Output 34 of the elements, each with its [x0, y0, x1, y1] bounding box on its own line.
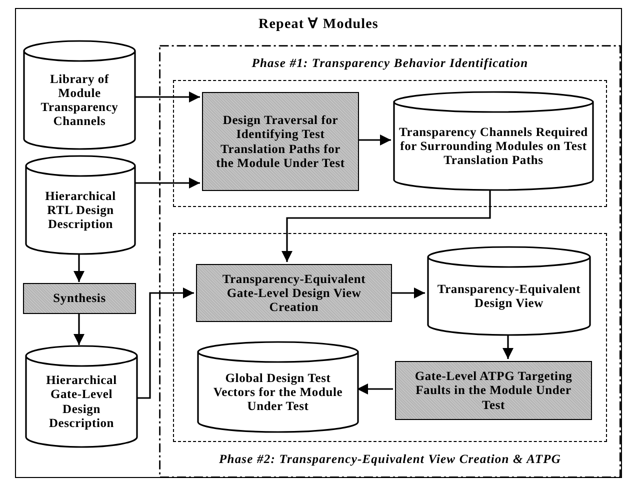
cylinder-label: Hierarchical Gate-Level Design Description [45, 372, 118, 432]
arrow [74, 253, 84, 282]
arrow [135, 92, 200, 102]
process-box [202, 92, 359, 191]
cylinder-label: Transparency Channels Required for Surrounding Modules on Test Translation Paths [399, 124, 588, 170]
database-cylinder [23, 41, 136, 149]
cylinder-label: Library of Module Transparency Channels [40, 70, 120, 130]
loop-frame [159, 45, 621, 478]
database-cylinder [25, 346, 138, 447]
arrow [390, 288, 425, 298]
phase-heading: Phase #1: Transparency Behavior Identification [250, 56, 530, 70]
box-label: Transparency-Equivalent Gate-Level Design View Creation [221, 270, 367, 316]
database-cylinder [197, 342, 359, 432]
database-cylinder [25, 156, 136, 254]
frame-title: Repeat ∀ Modules [258, 17, 380, 33]
database-cylinder [393, 92, 594, 190]
arrow [282, 188, 491, 262]
database-cylinder [427, 247, 591, 335]
box-label: Gate-Level ATPG Targeting Faults in the Module Under Test [414, 368, 574, 414]
process-box [395, 361, 592, 420]
cylinder-label: Hierarchical RTL Design Description [44, 188, 117, 234]
process-box [196, 264, 392, 322]
arrow [357, 134, 391, 146]
cylinder-label: Transparency-Equivalent Design View [436, 280, 582, 312]
arrow [135, 178, 200, 188]
outer-frame [15, 8, 622, 478]
cylinder-label: Global Design Test Vectors for the Module Under Test [212, 370, 344, 416]
arrow [74, 313, 84, 345]
box-label: Synthesis [52, 290, 107, 308]
process-box [23, 283, 136, 314]
arrow [357, 384, 393, 394]
phase-heading: Phase #2: Transparency-Equivalent View Creation & ATPG [218, 452, 562, 466]
box-label: Design Traversal for Identifying Test Translation Paths for the Module Under Test [215, 112, 346, 172]
arrow [137, 288, 194, 399]
